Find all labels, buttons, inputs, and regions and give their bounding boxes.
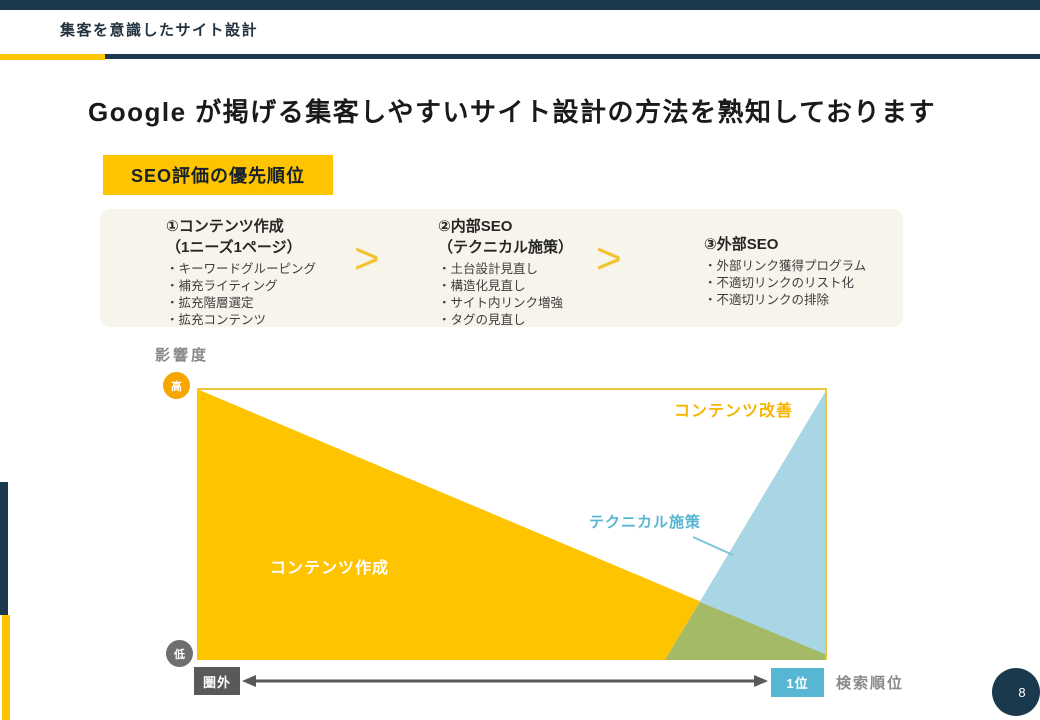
priority-column-internal-seo: ②内部SEO （テクニカル施策） ・土台設計見直し ・構造化見直し ・サイト内リ… — [438, 216, 573, 329]
technical-callout-line — [692, 536, 734, 556]
content-creation-area — [197, 389, 827, 660]
header-rule — [0, 54, 1040, 60]
x-axis-double-arrow-icon — [242, 675, 768, 687]
overlap-area — [665, 602, 827, 660]
y-axis-high-marker: 高 — [163, 372, 190, 399]
header-rule-navy-segment — [105, 54, 1040, 59]
list-item: ・土台設計見直し — [438, 262, 539, 276]
left-edge-navy-bar — [0, 482, 8, 615]
list-item: ・キーワードグルーピング — [166, 262, 317, 276]
y-axis-label: 影響度 — [155, 347, 210, 364]
priority-column-external-seo: ③外部SEO ・外部リンク獲得プログラム ・不適切リンクのリスト化 ・不適切リン… — [704, 234, 866, 309]
page-title: Google が掲げる集客しやすいサイト設計の方法を熟知しております — [88, 97, 936, 127]
plot-top-border — [197, 388, 827, 390]
priority-panel: ①コンテンツ作成 （1ニーズ1ページ） ・キーワードグルーピング ・補充ライティ… — [100, 209, 903, 327]
column-title: ③外部SEO — [704, 236, 779, 253]
page-number-badge: 8 — [992, 668, 1040, 716]
list-item: ・タグの見直し — [438, 313, 526, 327]
column-items: ・キーワードグルーピング ・補充ライティング ・拡充階層選定 ・拡充コンテンツ — [166, 261, 316, 329]
list-item: ・不適切リンクの排除 — [704, 293, 830, 307]
content-creation-label: コンテンツ作成 — [270, 560, 390, 577]
left-edge-yellow-bar — [2, 615, 10, 720]
greater-than-icon: > — [354, 234, 380, 283]
column-title: ②内部SEO — [438, 218, 513, 235]
list-item: ・拡充コンテンツ — [166, 313, 267, 327]
content-improvement-label: コンテンツ改善 — [674, 403, 794, 420]
column-items: ・土台設計見直し ・構造化見直し ・サイト内リンク増強 ・タグの見直し — [438, 261, 573, 329]
x-axis-label: 検索順位 — [836, 675, 905, 692]
list-item: ・拡充階層選定 — [166, 296, 254, 310]
list-item: ・補充ライティング — [166, 279, 278, 293]
greater-than-icon: > — [596, 234, 622, 283]
seo-priority-badge: SEO評価の優先順位 — [103, 155, 333, 195]
technical-label: テクニカル施策 — [589, 514, 702, 531]
header-rule-yellow-segment — [0, 54, 105, 60]
technical-area — [665, 389, 827, 660]
column-subtitle: （テクニカル施策） — [438, 239, 574, 256]
list-item: ・構造化見直し — [438, 279, 526, 293]
x-axis-right-box: 1位 — [771, 668, 824, 697]
x-axis-left-box: 圏外 — [194, 667, 240, 695]
list-item: ・外部リンク獲得プログラム — [704, 259, 867, 273]
seo-impact-chart — [197, 388, 827, 660]
column-title: ①コンテンツ作成 — [166, 218, 284, 235]
column-items: ・外部リンク獲得プログラム ・不適切リンクのリスト化 ・不適切リンクの排除 — [704, 258, 866, 309]
plot-right-border — [825, 388, 827, 660]
top-accent-bar — [0, 0, 1040, 10]
column-subtitle: （1ニーズ1ページ） — [166, 239, 302, 256]
y-axis-low-marker: 低 — [166, 640, 193, 667]
list-item: ・サイト内リンク増強 — [438, 296, 564, 310]
priority-column-content-creation: ①コンテンツ作成 （1ニーズ1ページ） ・キーワードグルーピング ・補充ライティ… — [166, 216, 316, 329]
list-item: ・不適切リンクのリスト化 — [704, 276, 855, 290]
slide-header-title: 集客を意識したサイト設計 — [60, 22, 259, 39]
